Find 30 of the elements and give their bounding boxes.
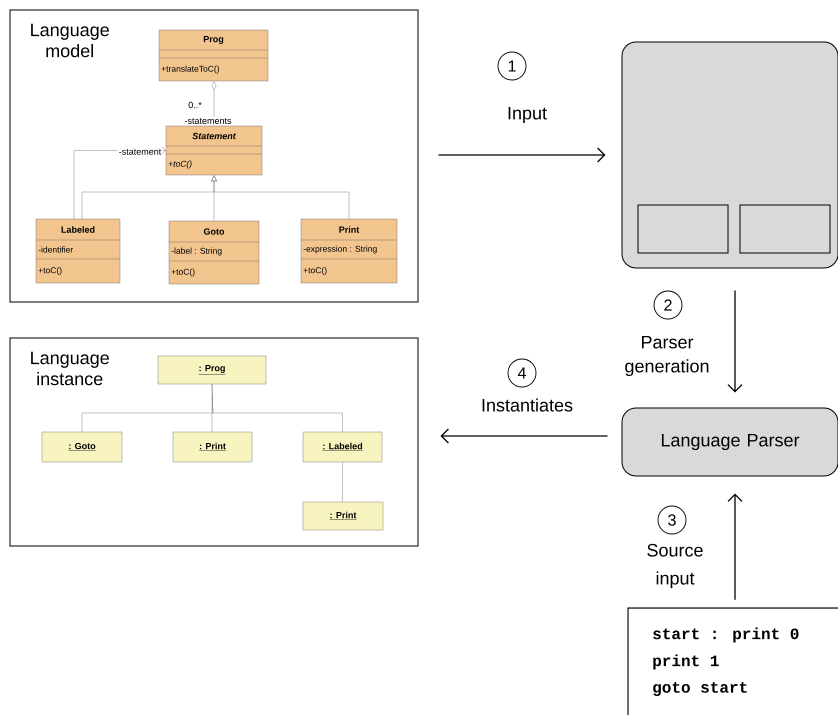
edge-label: Parser generation [611,334,723,378]
object-box: : Print [302,502,384,530]
edge-label: Instantiates [480,397,574,413]
step-number: 2 [654,290,682,320]
arrow [211,175,350,219]
class-box: Prog +translateToC() [158,30,268,82]
connector-line [212,384,343,432]
class-box: Print -expression : String +toC() [300,218,398,284]
arrow [438,148,606,162]
rounded-box: Language Parser [622,408,838,476]
step-number: 1 [498,52,526,80]
object-box: : Print [172,432,252,462]
class-box: Goto -label : String +toC() [168,220,260,284]
step-number: 4 [508,358,536,388]
object-box: : Prog [158,356,266,384]
edge-label: Input [506,106,548,124]
multiplicity-label: -statements [184,118,232,124]
class-box: Statement +toC() [166,126,262,176]
arrow [440,428,608,444]
step-number: 3 [658,506,686,534]
connector-line [342,462,343,502]
object-box: : Goto [42,432,122,462]
object-box: : Labeled [302,432,382,462]
box [740,204,830,254]
box [638,204,728,254]
arrow [728,494,742,600]
edge-label: Source input [639,542,711,590]
class-box: Labeled -identifier +toC() [36,218,120,284]
code-box: start : print 0 print 1 goto start [627,607,838,715]
arrow [728,290,742,392]
